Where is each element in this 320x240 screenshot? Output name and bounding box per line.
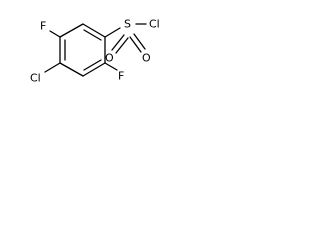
ring-double-bond-inner-top — [83, 29, 102, 41]
bond-ring-to-f-top — [49, 30, 61, 38]
substituent-bonds — [44, 23, 147, 73]
atom-labels: F S Cl O O Cl F — [30, 18, 160, 85]
bond-ring-to-cl-ring — [44, 62, 61, 73]
bond-s-o-left-a — [111, 34, 125, 51]
atom-s: S — [124, 18, 131, 31]
ring-double-bond-inner-bottom — [83, 59, 102, 71]
bond-ring-to-f-bottom — [104, 62, 118, 71]
atom-f-bottom: F — [118, 70, 124, 83]
ring-bond-bottom-right — [82, 62, 106, 77]
ring-bond-bottom-left — [59, 62, 84, 77]
chemical-structure-diagram: F S Cl O O Cl F — [30, 18, 160, 85]
atom-cl-sulfonyl: Cl — [149, 18, 160, 31]
atom-o-left: O — [105, 52, 114, 65]
ring-bond-top-left — [59, 23, 84, 38]
atom-cl-ring: Cl — [30, 72, 41, 85]
ring-bond-top-right — [82, 23, 106, 38]
benzene-ring — [59, 23, 106, 77]
bond-s-o-left-b — [115, 37, 129, 54]
bond-s-o-right-b — [133, 33, 146, 50]
atom-o-right: O — [142, 52, 151, 65]
atom-f-top: F — [40, 20, 46, 33]
bond-ring-to-s — [104, 27, 121, 38]
bond-s-o-right-a — [129, 36, 142, 53]
